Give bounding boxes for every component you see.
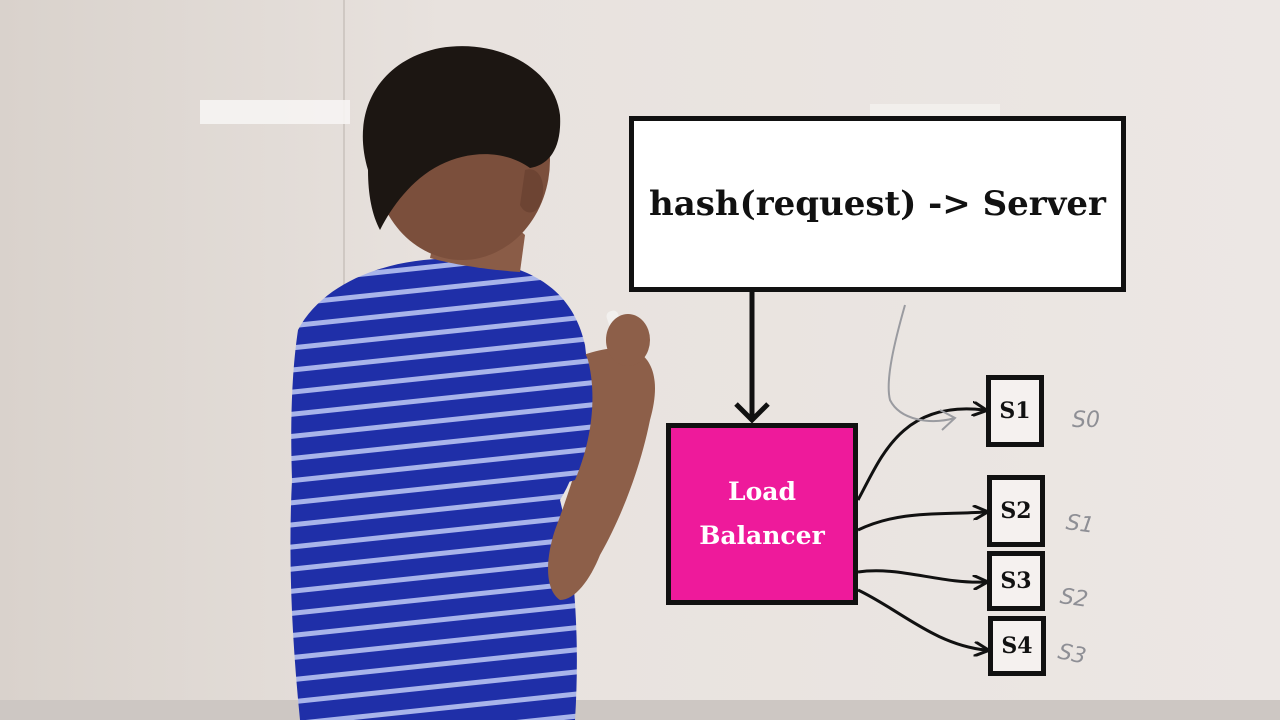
handwritten-index-s1: S1 — [1064, 510, 1096, 539]
handwritten-arrowhead — [939, 409, 957, 431]
handwritten-index-s2: S2 — [1058, 584, 1090, 613]
arrow-lb-to-s4 — [857, 588, 986, 650]
presenter-hand — [606, 314, 650, 366]
presenter-ear — [520, 169, 544, 213]
handwritten-curve — [887, 304, 956, 422]
presenter-arm — [548, 348, 655, 600]
presenter-sleeve — [481, 300, 593, 486]
arrow-lb-to-s3 — [857, 569, 985, 582]
server-s2-box: S2 — [987, 475, 1045, 547]
hash-function-box: hash(request) -> Server — [629, 116, 1126, 292]
handwritten-index-s0: S0 — [1072, 408, 1100, 433]
server-s3-box: S3 — [987, 551, 1045, 611]
arrow-hash-to-lb-head — [734, 402, 770, 424]
arrow-lb-to-s2 — [857, 512, 985, 532]
load-balancer-box: Load Balancer — [666, 423, 858, 605]
floor-shadow — [0, 700, 1280, 720]
presenter — [290, 46, 655, 720]
server-s4-box: S4 — [988, 616, 1046, 676]
arrow-lb-to-s1 — [856, 409, 984, 501]
presenter-hair — [362, 46, 561, 231]
server-s1-box: S1 — [986, 375, 1044, 447]
ceiling-light-reflection — [200, 100, 350, 124]
